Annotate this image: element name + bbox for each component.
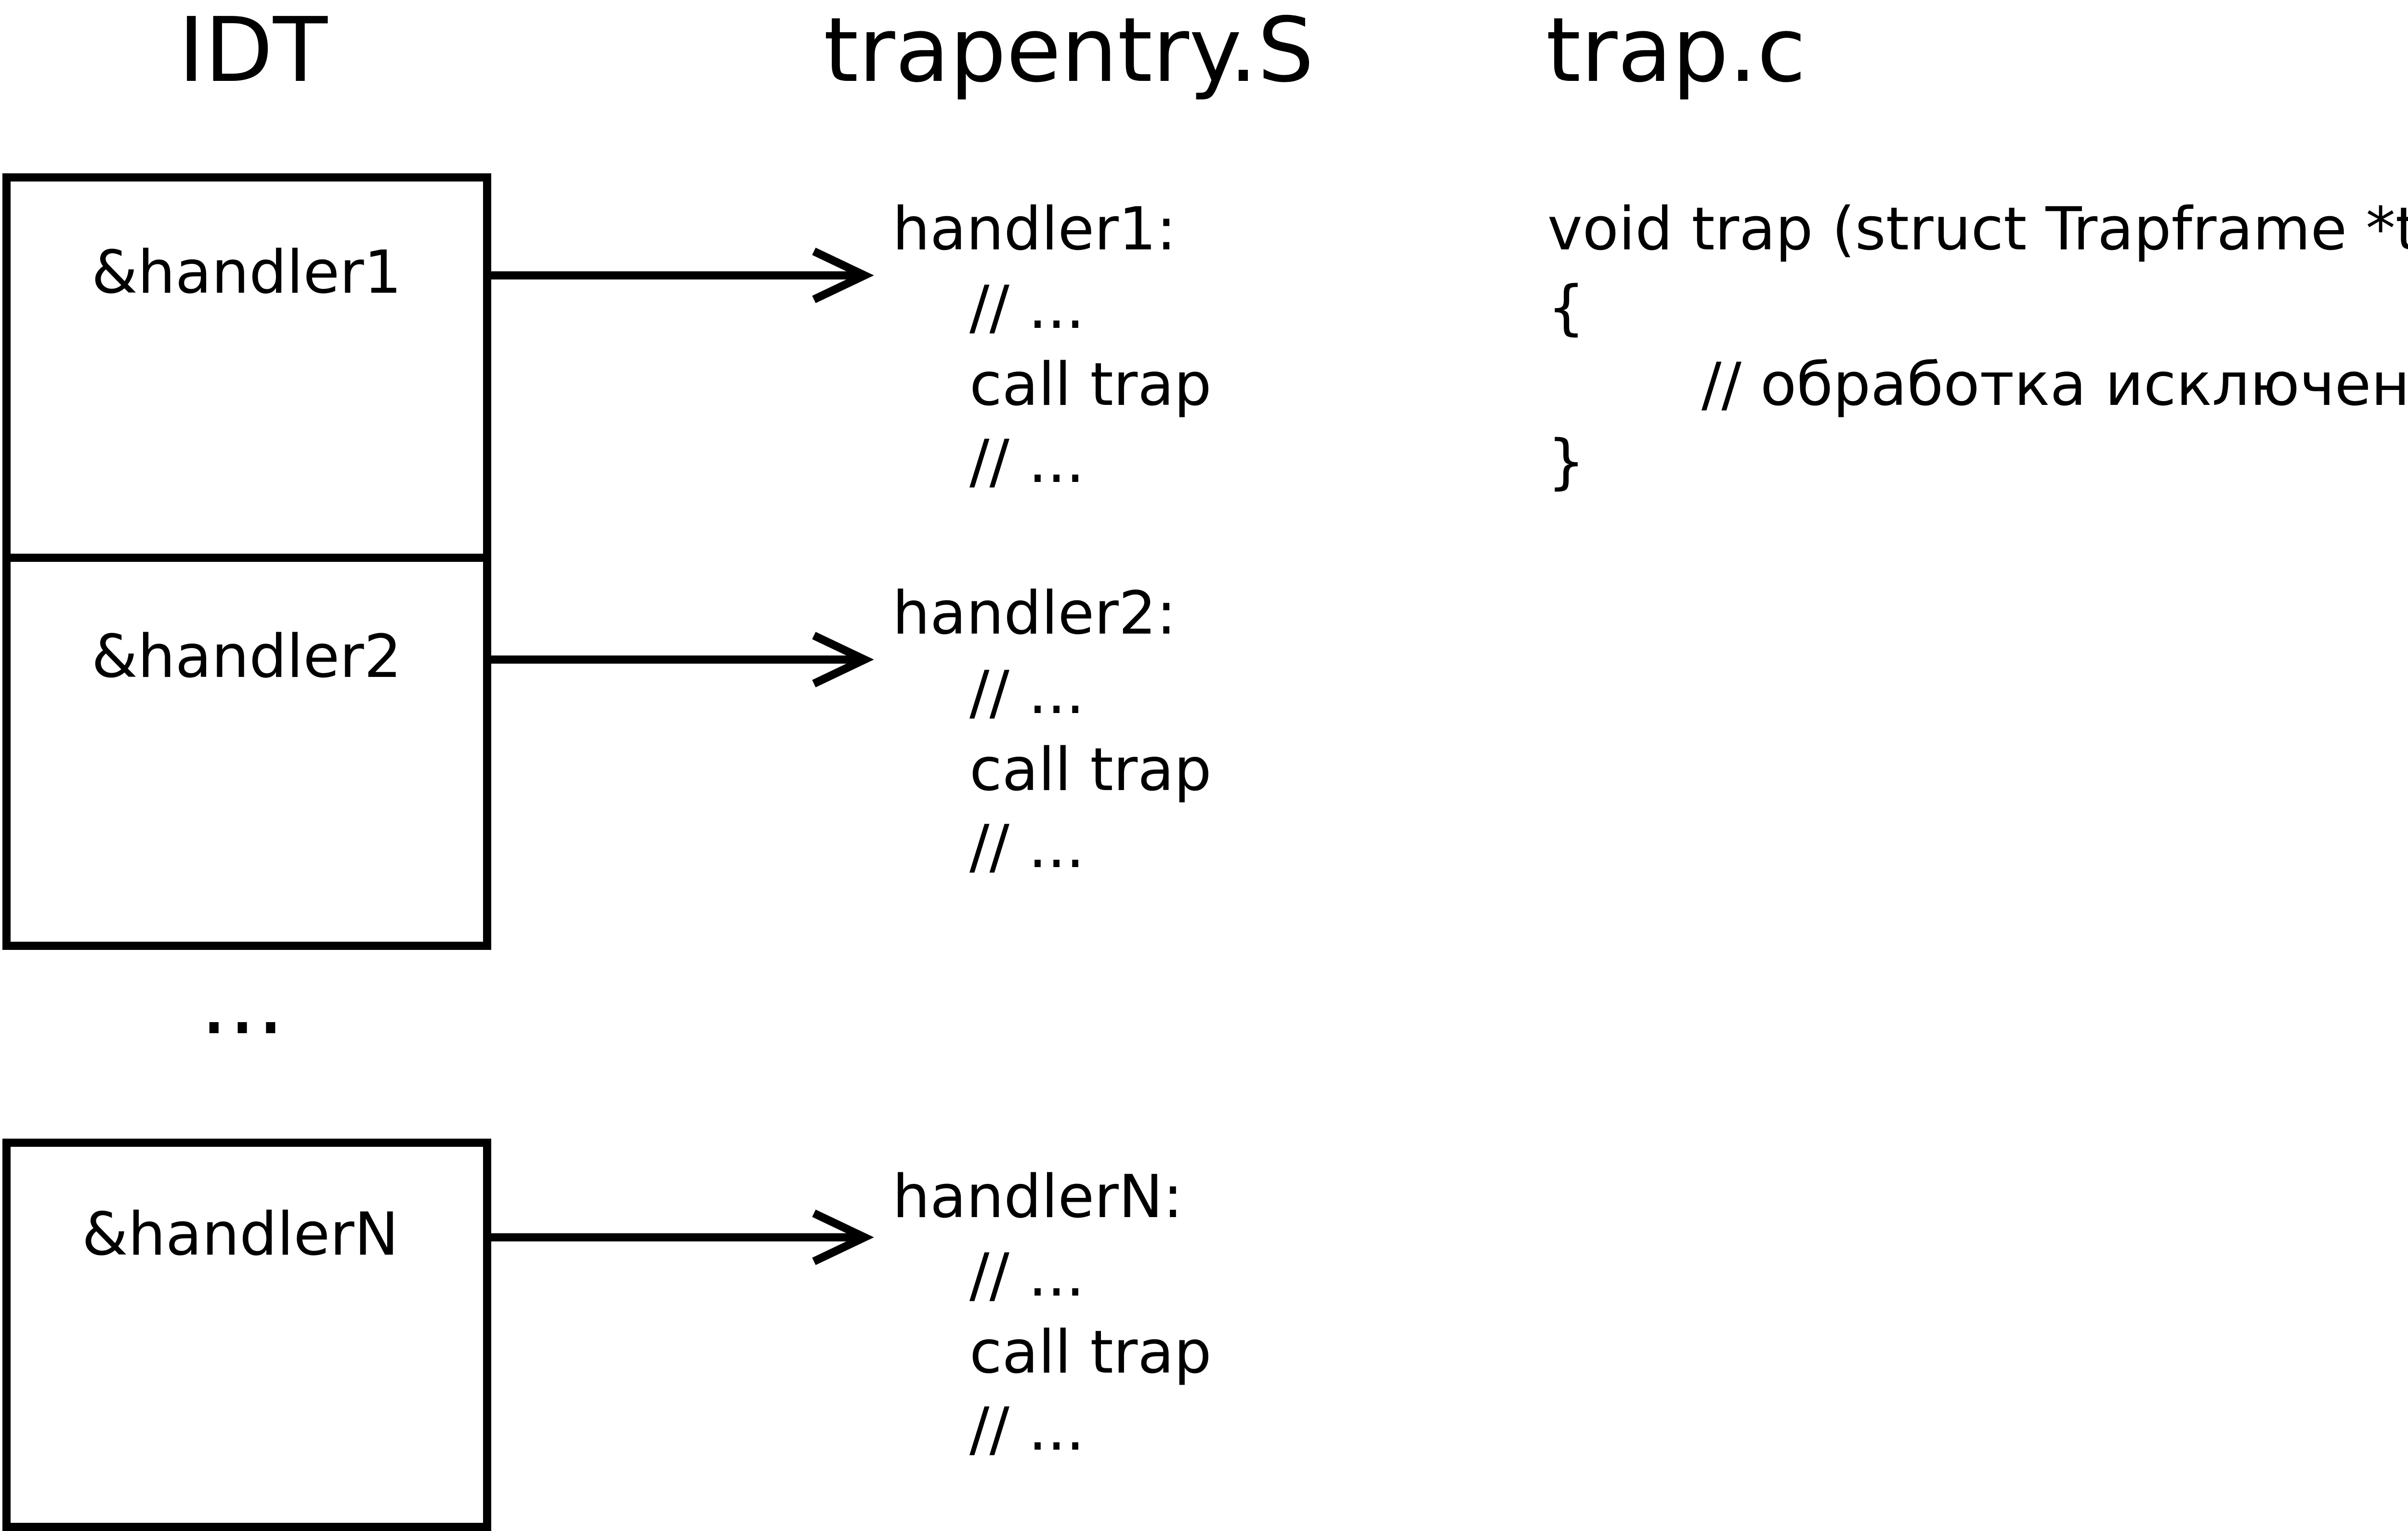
handler1-line-3: // ...	[969, 428, 1085, 496]
idt-ellipsis: ...	[200, 950, 285, 1054]
idt-cell-2	[2, 554, 491, 950]
arrow-2-head	[812, 632, 874, 688]
idt-entry-handler1: &handler1	[92, 238, 402, 307]
trap-close-brace: }	[1547, 428, 1585, 496]
idt-cell-1	[2, 173, 491, 562]
handlern-line-1: // ...	[969, 1241, 1085, 1310]
idt-cell-n	[2, 1139, 491, 1531]
handler2-line-2: call trap	[969, 736, 1212, 804]
handlern-label: handlerN:	[892, 1163, 1183, 1232]
handler1-line-1: // ...	[969, 273, 1085, 342]
trap-signature: void trap (struct Trapframe *tf)	[1547, 195, 2408, 264]
trapentry-heading: trapentry.S	[824, 0, 1314, 102]
arrow-n-head	[812, 1209, 874, 1265]
handlern-line-3: // ...	[969, 1395, 1085, 1464]
trapc-heading: trap.c	[1546, 0, 1806, 102]
handler2-line-3: // ...	[969, 813, 1085, 882]
handler2-line-1: // ...	[969, 659, 1085, 727]
handler2-label: handler2:	[892, 579, 1177, 648]
handler1-label: handler1:	[892, 195, 1177, 264]
handlern-line-2: call trap	[969, 1318, 1212, 1387]
idt-entry-handler2: &handler2	[92, 623, 402, 691]
trap-comment: // обработка исключения	[1701, 350, 2408, 419]
arrow-1-head	[812, 247, 874, 303]
idt-entry-handlern: &handlerN	[82, 1200, 399, 1269]
trap-open-brace: {	[1547, 273, 1585, 342]
handler1-line-2: call trap	[969, 350, 1212, 419]
idt-heading: IDT	[178, 0, 328, 102]
